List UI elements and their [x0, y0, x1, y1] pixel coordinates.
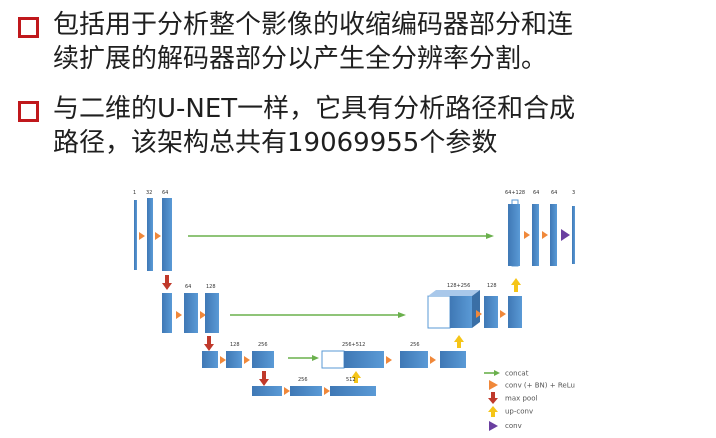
level2-encoder: 64 128	[162, 284, 219, 333]
conv-relu-icon	[155, 232, 161, 240]
concat-arrow-icon	[486, 233, 494, 239]
conv-relu-icon	[500, 310, 506, 318]
max-pool-icon	[207, 336, 211, 344]
conv-relu-icon	[220, 356, 226, 364]
max-pool-legend-icon	[491, 392, 495, 398]
feature-map	[162, 198, 172, 271]
legend-concat-label: concat	[505, 370, 529, 378]
channel-label: 256	[410, 342, 420, 348]
feature-map	[344, 351, 384, 368]
channel-label: 512	[346, 377, 356, 383]
level1-decoder: 64+128 64 64 3	[505, 190, 575, 267]
level1-encoder: 1 32 64	[133, 190, 172, 271]
feature-map	[202, 351, 218, 368]
feature-map	[508, 204, 520, 266]
concat-map	[321, 350, 345, 369]
level3-decoder: 256+512 256	[321, 342, 466, 369]
concat-arrow-icon	[398, 312, 406, 318]
channel-label: 256	[298, 377, 308, 383]
channel-label: 64	[162, 190, 168, 196]
bullet-1-line-1: 包括用于分析整个影像的收缩编码器部分和连	[53, 10, 574, 40]
channel-label: 32	[146, 190, 152, 196]
channel-label: 128	[230, 342, 240, 348]
feature-map	[440, 351, 466, 368]
channel-label: 64	[185, 284, 191, 290]
up-conv-icon	[351, 371, 361, 378]
max-pool-icon	[165, 275, 169, 283]
bullet-1-line-2: 续扩展的解码器部分以产生全分辨率分割。	[53, 44, 548, 74]
feature-map	[330, 386, 376, 396]
feature-map	[450, 296, 472, 328]
legend: concat conv (+ BN) + ReLu max pool up-co…	[484, 370, 575, 431]
final-conv-icon	[561, 229, 570, 241]
channel-label: 256	[258, 342, 268, 348]
conv-relu-icon	[324, 387, 330, 395]
conv-relu-icon	[176, 311, 182, 319]
conv-relu-icon	[139, 232, 145, 240]
bullet-box-icon	[18, 17, 39, 38]
conv-relu-icon	[430, 356, 436, 364]
bottleneck: 256 512	[252, 377, 376, 396]
feature-map	[290, 386, 322, 396]
channel-label: 256+512	[342, 342, 365, 348]
feature-map	[134, 200, 137, 270]
feature-map	[484, 296, 498, 328]
feature-map	[550, 204, 557, 266]
feature-map	[508, 296, 522, 328]
conv-legend-icon	[489, 421, 498, 431]
channel-label: 64	[533, 190, 539, 196]
channel-label: 3	[572, 190, 575, 196]
max-pool-icon	[262, 371, 266, 379]
feature-map	[205, 293, 219, 333]
bullet-2-line-1: 与二维的U-NET一样，它具有分析路径和合成	[53, 94, 576, 124]
legend-max-pool-label: max pool	[505, 395, 537, 403]
level3-encoder: 128 256	[202, 342, 274, 368]
conv-relu-icon	[524, 231, 530, 239]
channel-label: 64+128	[505, 190, 525, 196]
conv-relu-icon	[284, 387, 290, 395]
output-map	[572, 206, 575, 264]
conv-relu-icon	[476, 310, 482, 318]
up-conv-icon	[454, 335, 464, 342]
channel-label: 64	[551, 190, 557, 196]
legend-up-conv-label: up-conv	[505, 408, 533, 416]
legend-conv-label: conv	[505, 422, 522, 430]
conv-relu-icon	[386, 356, 392, 364]
channel-label: 128	[487, 283, 497, 289]
channel-label: 128	[206, 284, 216, 290]
conv-relu-icon	[542, 231, 548, 239]
feature-map	[400, 351, 428, 368]
legend-conv-relu-label: conv (+ BN) + ReLu	[505, 382, 575, 390]
bullet-item-1: 包括用于分析整个影像的收缩编码器部分和连 续扩展的解码器部分以产生全分辨率分割。	[18, 8, 693, 76]
conv-relu-legend-icon	[489, 380, 498, 390]
conv-relu-icon	[244, 356, 250, 364]
concat-map	[427, 295, 451, 329]
channel-label: 1	[133, 190, 136, 196]
up-conv-legend-icon	[488, 406, 498, 412]
channel-label: 128+256	[447, 283, 470, 289]
concat-arrow-icon	[312, 355, 319, 361]
conv-relu-icon	[200, 311, 206, 319]
bullet-box-icon	[18, 101, 39, 122]
feature-map	[226, 351, 242, 368]
feature-map	[184, 293, 198, 333]
feature-map	[252, 386, 282, 396]
level2-decoder: 128+256 128	[427, 283, 522, 329]
up-conv-icon	[511, 278, 521, 285]
feature-map	[162, 293, 172, 333]
feature-map	[147, 198, 153, 271]
bullet-item-2: 与二维的U-NET一样，它具有分析路径和合成 路径，该架构总共有19069955…	[18, 92, 693, 160]
feature-map	[252, 351, 274, 368]
bullet-2-line-2: 路径，该架构总共有19069955个参数	[53, 128, 498, 158]
feature-map	[532, 204, 539, 266]
